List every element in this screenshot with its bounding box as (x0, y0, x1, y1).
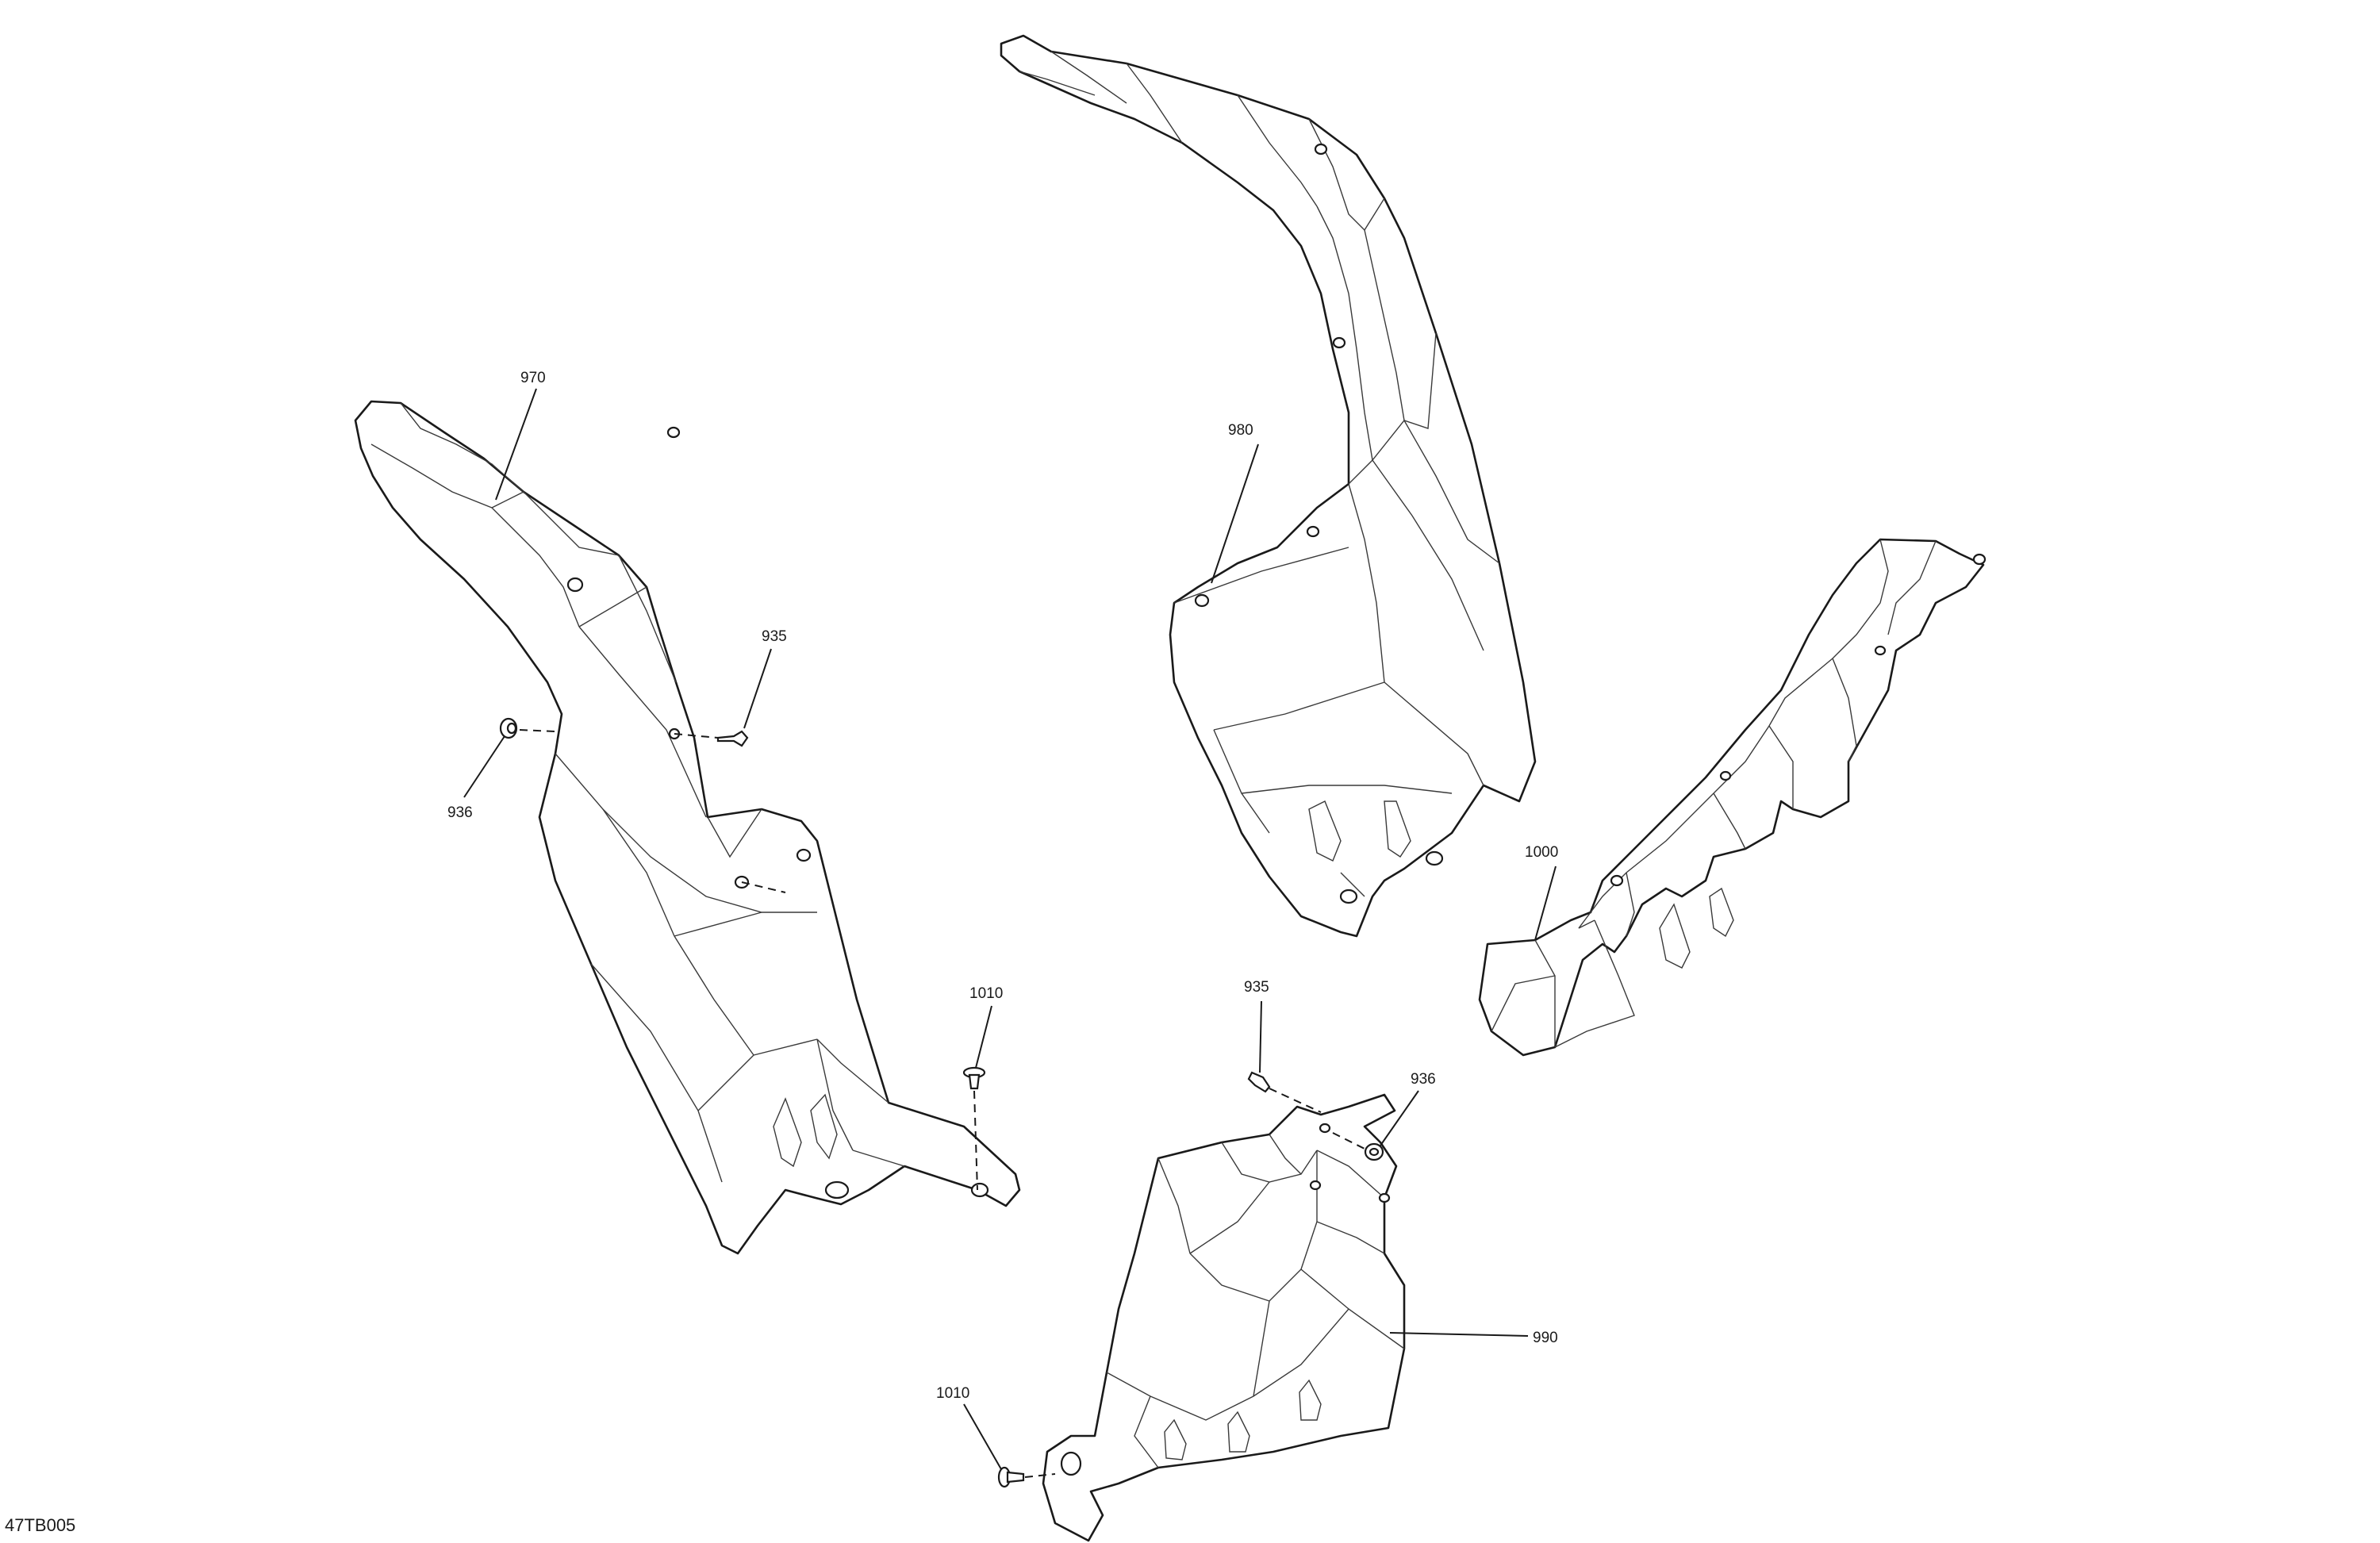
leader-1000 (1534, 866, 1557, 941)
part-1000-right-floor-panel (1478, 538, 1987, 1057)
hole (1319, 1123, 1331, 1134)
hole (1194, 593, 1210, 608)
hole (1309, 1180, 1322, 1191)
leader-970 (495, 388, 537, 501)
hole (1378, 1192, 1391, 1203)
hole (666, 426, 681, 439)
callout-980: 980 (1228, 422, 1253, 439)
part-980-upper-fender (1000, 34, 1537, 938)
assembly-line (1024, 1473, 1056, 1478)
nut-936-center (1364, 1142, 1384, 1161)
part-990-lower-fender (1042, 1093, 1406, 1542)
hole (566, 577, 584, 593)
hole (796, 848, 812, 862)
hole (1874, 645, 1887, 656)
pin-1010-bottom (997, 1466, 1025, 1488)
hole (1339, 889, 1358, 904)
leader-936-center (1380, 1090, 1419, 1146)
nut-936-left (499, 717, 518, 739)
assembly-line (1332, 1132, 1365, 1150)
hole (1306, 525, 1320, 538)
callout-936-center: 936 (1411, 1071, 1436, 1088)
callout-935-left: 935 (762, 628, 787, 645)
hole (1972, 553, 1987, 566)
callout-1010-left: 1010 (969, 985, 1003, 1002)
assembly-line (973, 1090, 978, 1191)
leader-980 (1211, 443, 1259, 584)
assembly-line (674, 733, 719, 739)
leader-935-left (743, 648, 772, 729)
callout-935-center: 935 (1244, 979, 1269, 996)
hole (1719, 770, 1732, 781)
callout-1010-bottom: 1010 (936, 1385, 969, 1402)
screw-935-center (1247, 1071, 1271, 1093)
hole (1314, 143, 1328, 155)
leader-1010-left (975, 1005, 992, 1069)
part-970-left-fender (354, 400, 1021, 1255)
assembly-line (741, 881, 786, 893)
assembly-line (1269, 1088, 1322, 1113)
hole (1610, 874, 1624, 887)
screw-935-left (716, 730, 749, 747)
pin-1010-left (962, 1066, 986, 1090)
leader-935-center (1259, 1000, 1262, 1073)
callout-1000: 1000 (1525, 844, 1558, 861)
callout-990: 990 (1533, 1330, 1558, 1346)
callout-936-left: 936 (447, 804, 473, 821)
figure-code: 47TB005 (5, 1515, 75, 1535)
assembly-line (519, 729, 556, 732)
hole (1425, 850, 1444, 866)
hole (824, 1180, 850, 1199)
leader-1010-bottom (963, 1403, 1002, 1470)
leader-990 (1389, 1332, 1529, 1337)
hole (1332, 336, 1346, 349)
callout-970: 970 (520, 370, 546, 386)
hole (970, 1182, 989, 1198)
leader-936-left (463, 735, 505, 798)
hole (1060, 1451, 1082, 1476)
